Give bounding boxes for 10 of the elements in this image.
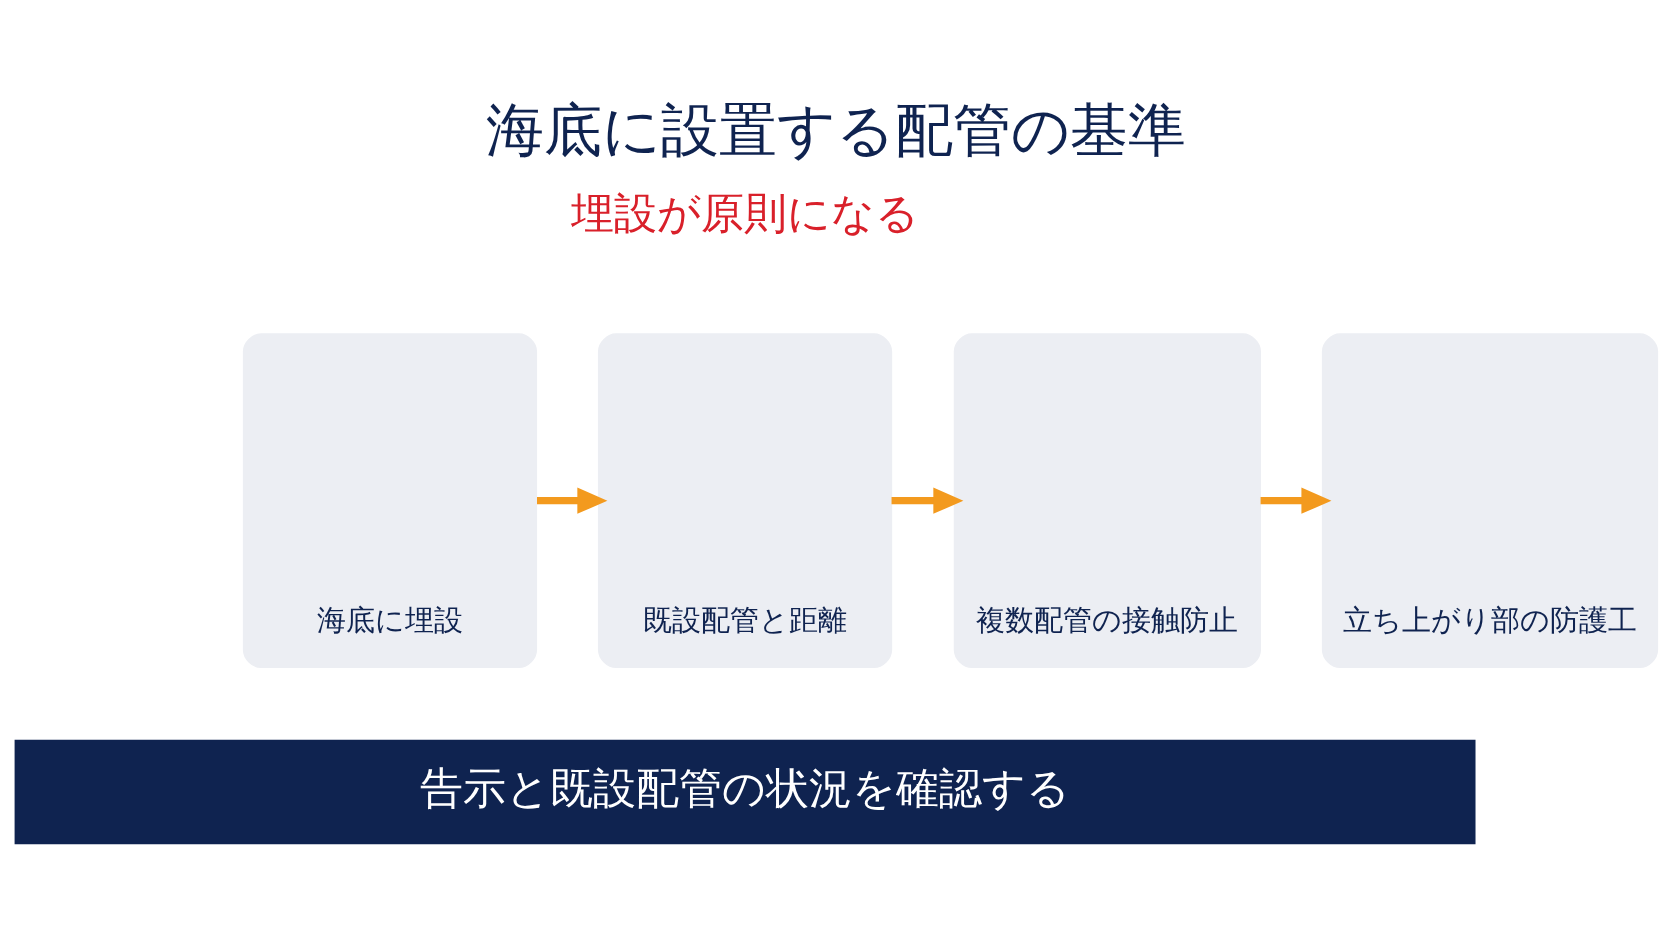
arrow	[891, 487, 964, 514]
arrow	[1260, 487, 1332, 514]
diagram-title: 海底に設置する配管の基準	[486, 95, 1186, 164]
label: 告示と既設配管の状況を確認する	[420, 762, 1071, 813]
arrow	[537, 487, 608, 514]
node-box: 複数配管の接触防止	[953, 332, 1261, 668]
node-box: 海底に埋設	[242, 332, 538, 668]
node-box: 既設配管と距離	[597, 332, 893, 668]
label: 埋設が原則になる	[571, 187, 920, 238]
node-box: 立ち上がり部の防護工	[1321, 332, 1659, 668]
